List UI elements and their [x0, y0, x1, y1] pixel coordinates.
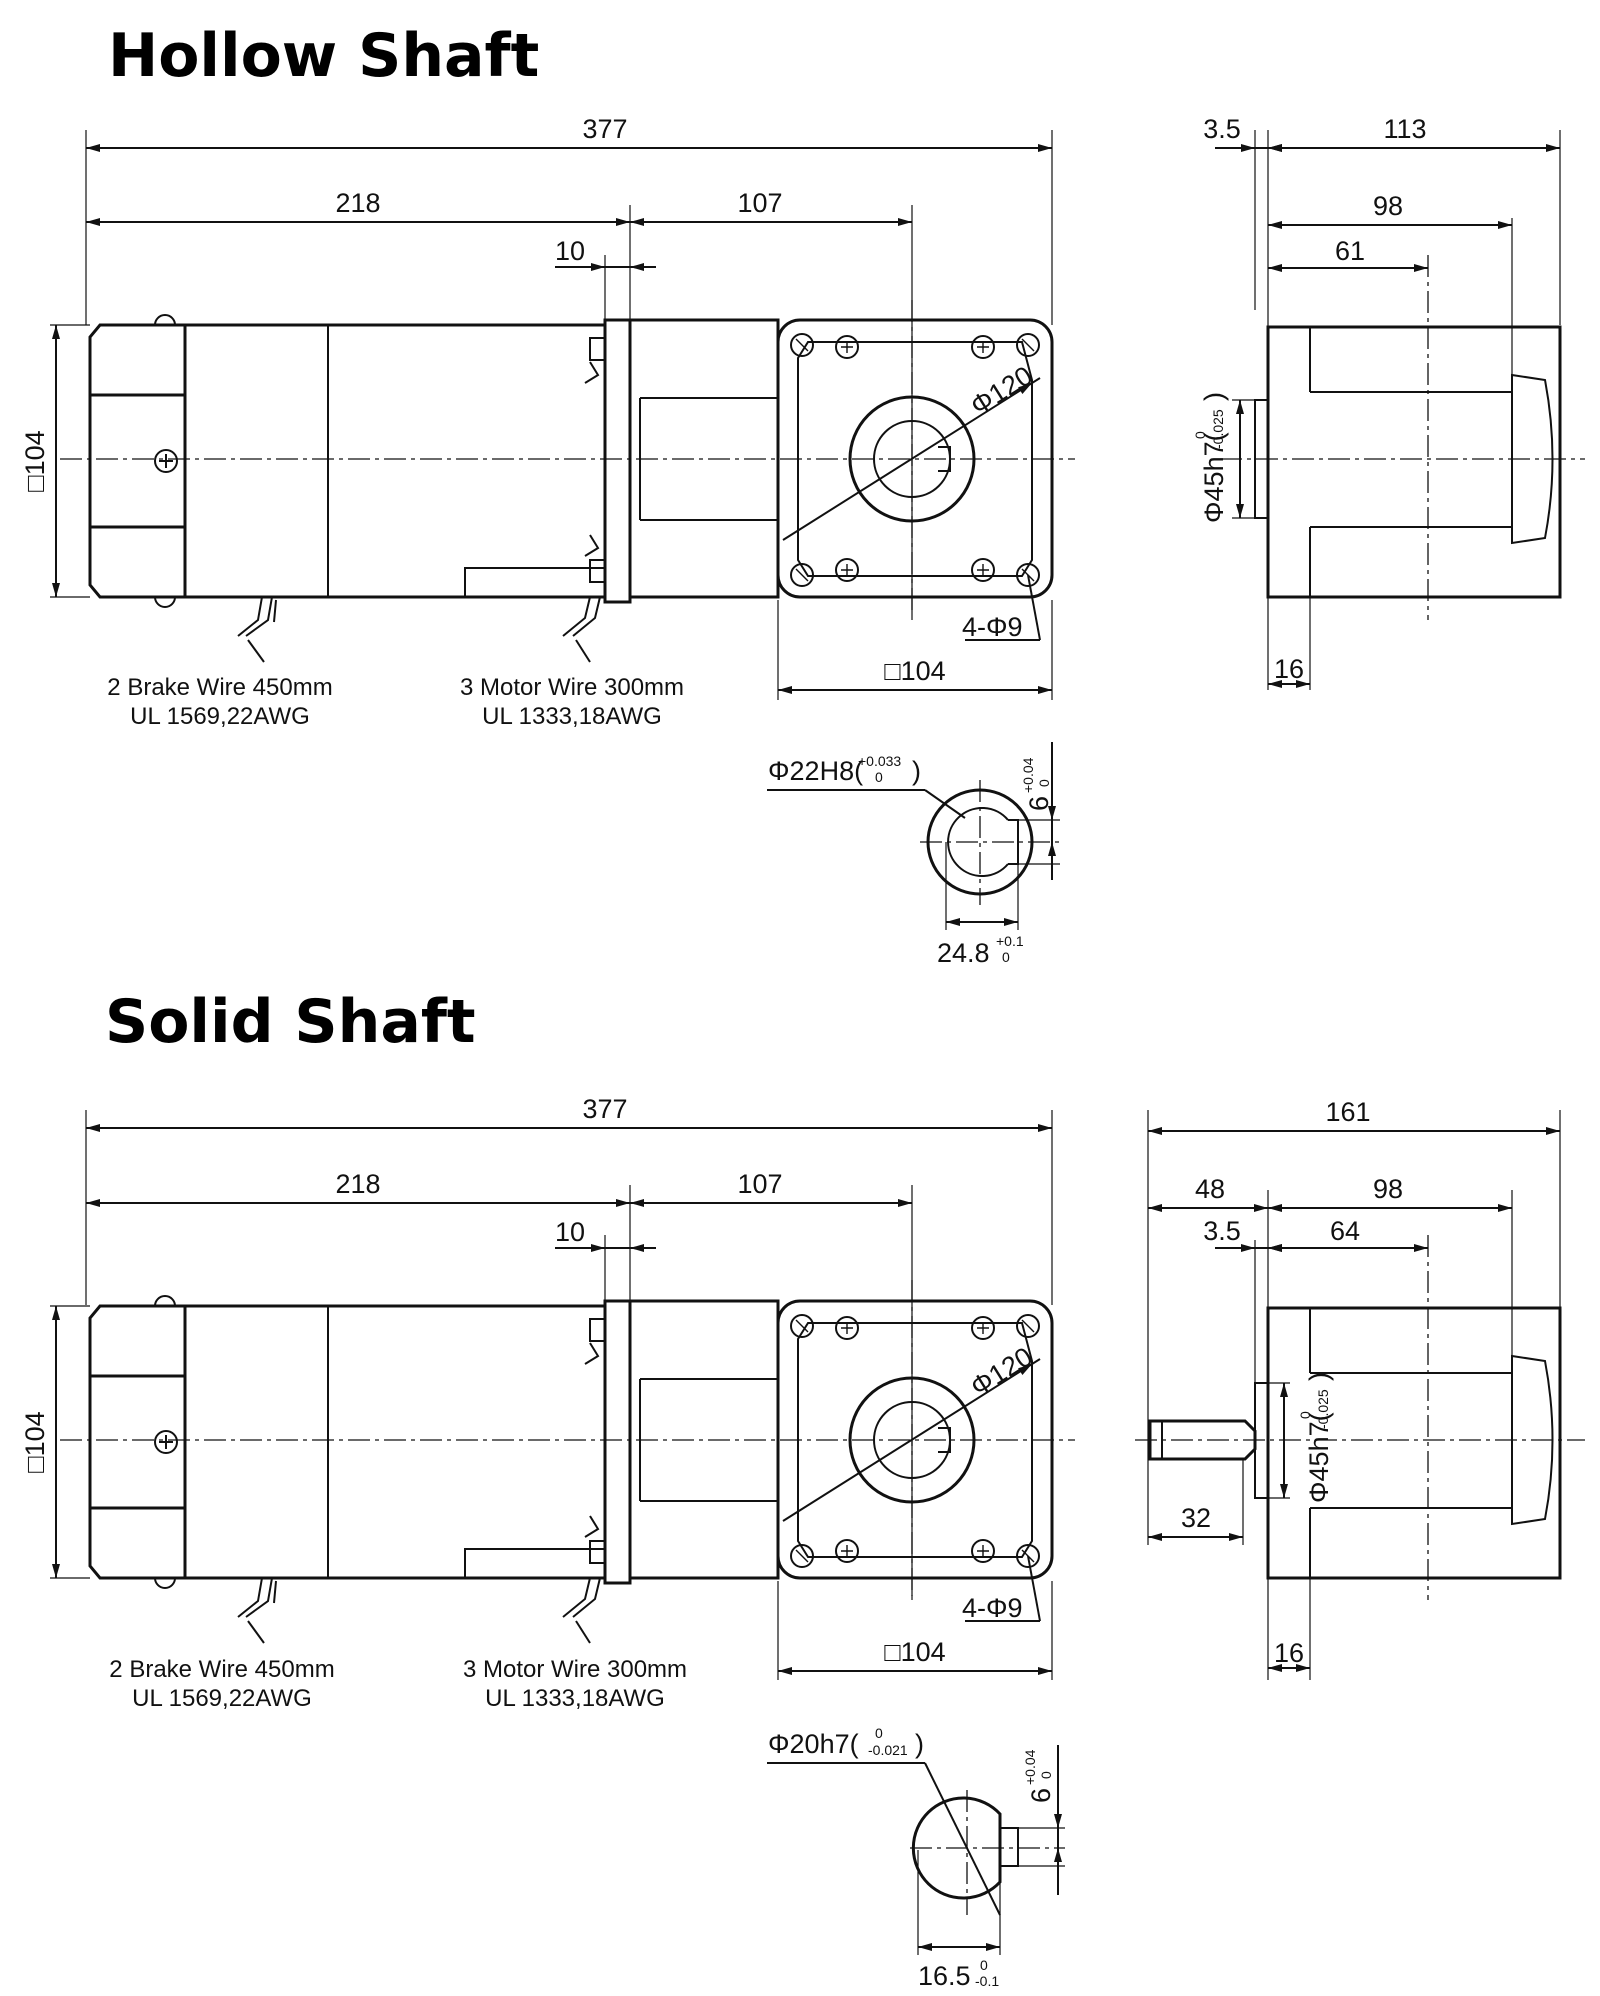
solid-dim-pcd: Φ120 [965, 1341, 1037, 1402]
solid-dim-shaft-close: ) [915, 1729, 924, 1759]
solid-dim-side-98: 98 [1373, 1174, 1403, 1204]
hollow-dim-overall: 377 [582, 114, 627, 144]
solid-dim-square-bottom: □104 [884, 1637, 945, 1667]
hollow-dim-body: 218 [335, 188, 380, 218]
hollow-dim-pcd: Φ120 [965, 360, 1037, 421]
solid-dim-side-48: 48 [1195, 1174, 1225, 1204]
solid-dim-side-offset: 3.5 [1203, 1216, 1241, 1246]
solid-dim-flat: 16.5 [918, 1961, 971, 1991]
hollow-dim-bore: Φ22H8( [768, 756, 863, 786]
solid-front-view: 377 218 107 10 □104 [20, 1094, 1075, 1712]
solid-dim-side-total: 161 [1325, 1097, 1370, 1127]
solid-dim-pilot: Φ45h7( [1304, 1412, 1334, 1503]
hollow-brake-wire-line1: 2 Brake Wire 450mm [107, 674, 332, 701]
hollow-motor-wire-line2: UL 1333,18AWG [482, 703, 662, 730]
solid-dim-side-64: 64 [1330, 1216, 1360, 1246]
solid-dim-body: 218 [335, 1169, 380, 1199]
solid-dim-gearbox: 107 [737, 1169, 782, 1199]
hollow-shaft-heading: Hollow Shaft [108, 21, 539, 91]
hollow-bore-detail: Φ22H8( +0.033 0 ) 6 +0.04 0 24.8 +0.1 0 [767, 742, 1060, 968]
hollow-dim-bore-close: ) [912, 756, 921, 786]
solid-brake-wire-line1: 2 Brake Wire 450mm [109, 1656, 334, 1683]
solid-brake-wire-line2: UL 1569,22AWG [132, 1685, 312, 1712]
hollow-dim-side-16: 16 [1274, 654, 1304, 684]
solid-dim-overall: 377 [582, 1094, 627, 1124]
hollow-front-view: 377 218 107 10 □104 [20, 114, 1075, 730]
solid-shaft-heading: Solid Shaft [105, 987, 476, 1057]
solid-dim-flange: 10 [555, 1217, 585, 1247]
solid-dim-pilot-tol-top: 0 [1297, 1411, 1313, 1419]
hollow-dim-keyway-tol-top: +0.1 [996, 933, 1024, 949]
hollow-dim-pilot-close: ) [1199, 392, 1229, 401]
solid-dim-flat-tol-top: 0 [980, 1957, 988, 1973]
hollow-dim-keyway: 24.8 [937, 938, 990, 968]
solid-dim-holes: 4-Φ9 [962, 1593, 1023, 1623]
hollow-dim-bore-tol-bot: 0 [875, 769, 883, 785]
hollow-dim-pilot: Φ45h7( [1199, 432, 1229, 523]
hollow-dim-square-left: □104 [20, 430, 50, 491]
hollow-side-view: 3.5 113 98 61 Φ45h7( 0 -0.025 ) [1192, 114, 1585, 690]
solid-dim-side-32: 32 [1181, 1503, 1211, 1533]
hollow-dim-side-offset: 3.5 [1203, 114, 1241, 144]
solid-dim-pilot-close: ) [1304, 1372, 1334, 1381]
hollow-dim-holes: 4-Φ9 [962, 612, 1023, 642]
solid-motor-wire-line1: 3 Motor Wire 300mm [463, 1656, 687, 1683]
solid-dim-shaft-tol-bot: -0.021 [868, 1742, 908, 1758]
solid-dim-shaft-tol-top: 0 [875, 1725, 883, 1741]
hollow-brake-wire-line2: UL 1569,22AWG [130, 703, 310, 730]
solid-shaft-detail: Φ20h7( 0 -0.021 ) 6 +0.04 0 16.5 0 -0.1 [767, 1725, 1065, 1991]
solid-dim-side-16: 16 [1274, 1638, 1304, 1668]
hollow-dim-bore-tol-top: +0.033 [858, 753, 901, 769]
hollow-dim-side-98: 98 [1373, 191, 1403, 221]
hollow-dim-pilot-tol-bot: -0.025 [1210, 409, 1226, 449]
hollow-dim-pilot-tol-top: 0 [1192, 431, 1208, 439]
hollow-motor-wire-line1: 3 Motor Wire 300mm [460, 674, 684, 701]
solid-dim-shaft: Φ20h7( [768, 1729, 859, 1759]
hollow-dim-key: 6 [1024, 796, 1054, 811]
solid-dim-flat-tol-bot: -0.1 [975, 1973, 999, 1989]
hollow-dim-flange: 10 [555, 236, 585, 266]
hollow-dim-key-tol-bot: 0 [1036, 779, 1052, 787]
solid-motor-wire-line2: UL 1333,18AWG [485, 1685, 665, 1712]
hollow-dim-keyway-tol-bot: 0 [1002, 949, 1010, 965]
solid-dim-pilot-tol-bot: -0.025 [1315, 1389, 1331, 1429]
hollow-dim-side-total: 113 [1383, 114, 1426, 144]
hollow-dim-square-bottom: □104 [884, 656, 945, 686]
solid-dim-key: 6 [1026, 1788, 1056, 1803]
hollow-dim-key-tol-top: +0.04 [1020, 757, 1036, 793]
solid-side-view: 161 48 98 3.5 64 Φ45h7( 0 -0.02 [1135, 1097, 1585, 1680]
hollow-dim-side-61: 61 [1335, 236, 1365, 266]
hollow-dim-gearbox: 107 [737, 188, 782, 218]
solid-dim-key-tol-top: +0.04 [1022, 1749, 1038, 1785]
solid-dim-square-left: □104 [20, 1411, 50, 1472]
solid-dim-key-tol-bot: 0 [1038, 1771, 1054, 1779]
